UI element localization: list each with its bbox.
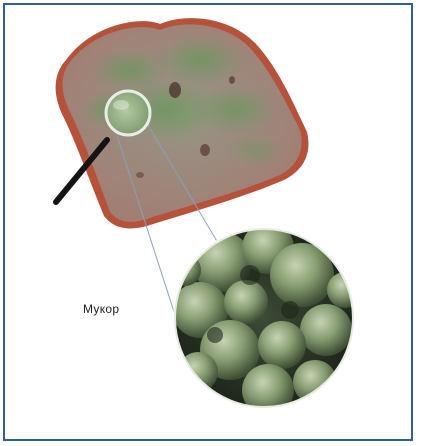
mold-closeup-circle xyxy=(169,222,363,416)
bread-slice xyxy=(56,18,309,228)
organism-caption: Мукор xyxy=(83,302,119,316)
